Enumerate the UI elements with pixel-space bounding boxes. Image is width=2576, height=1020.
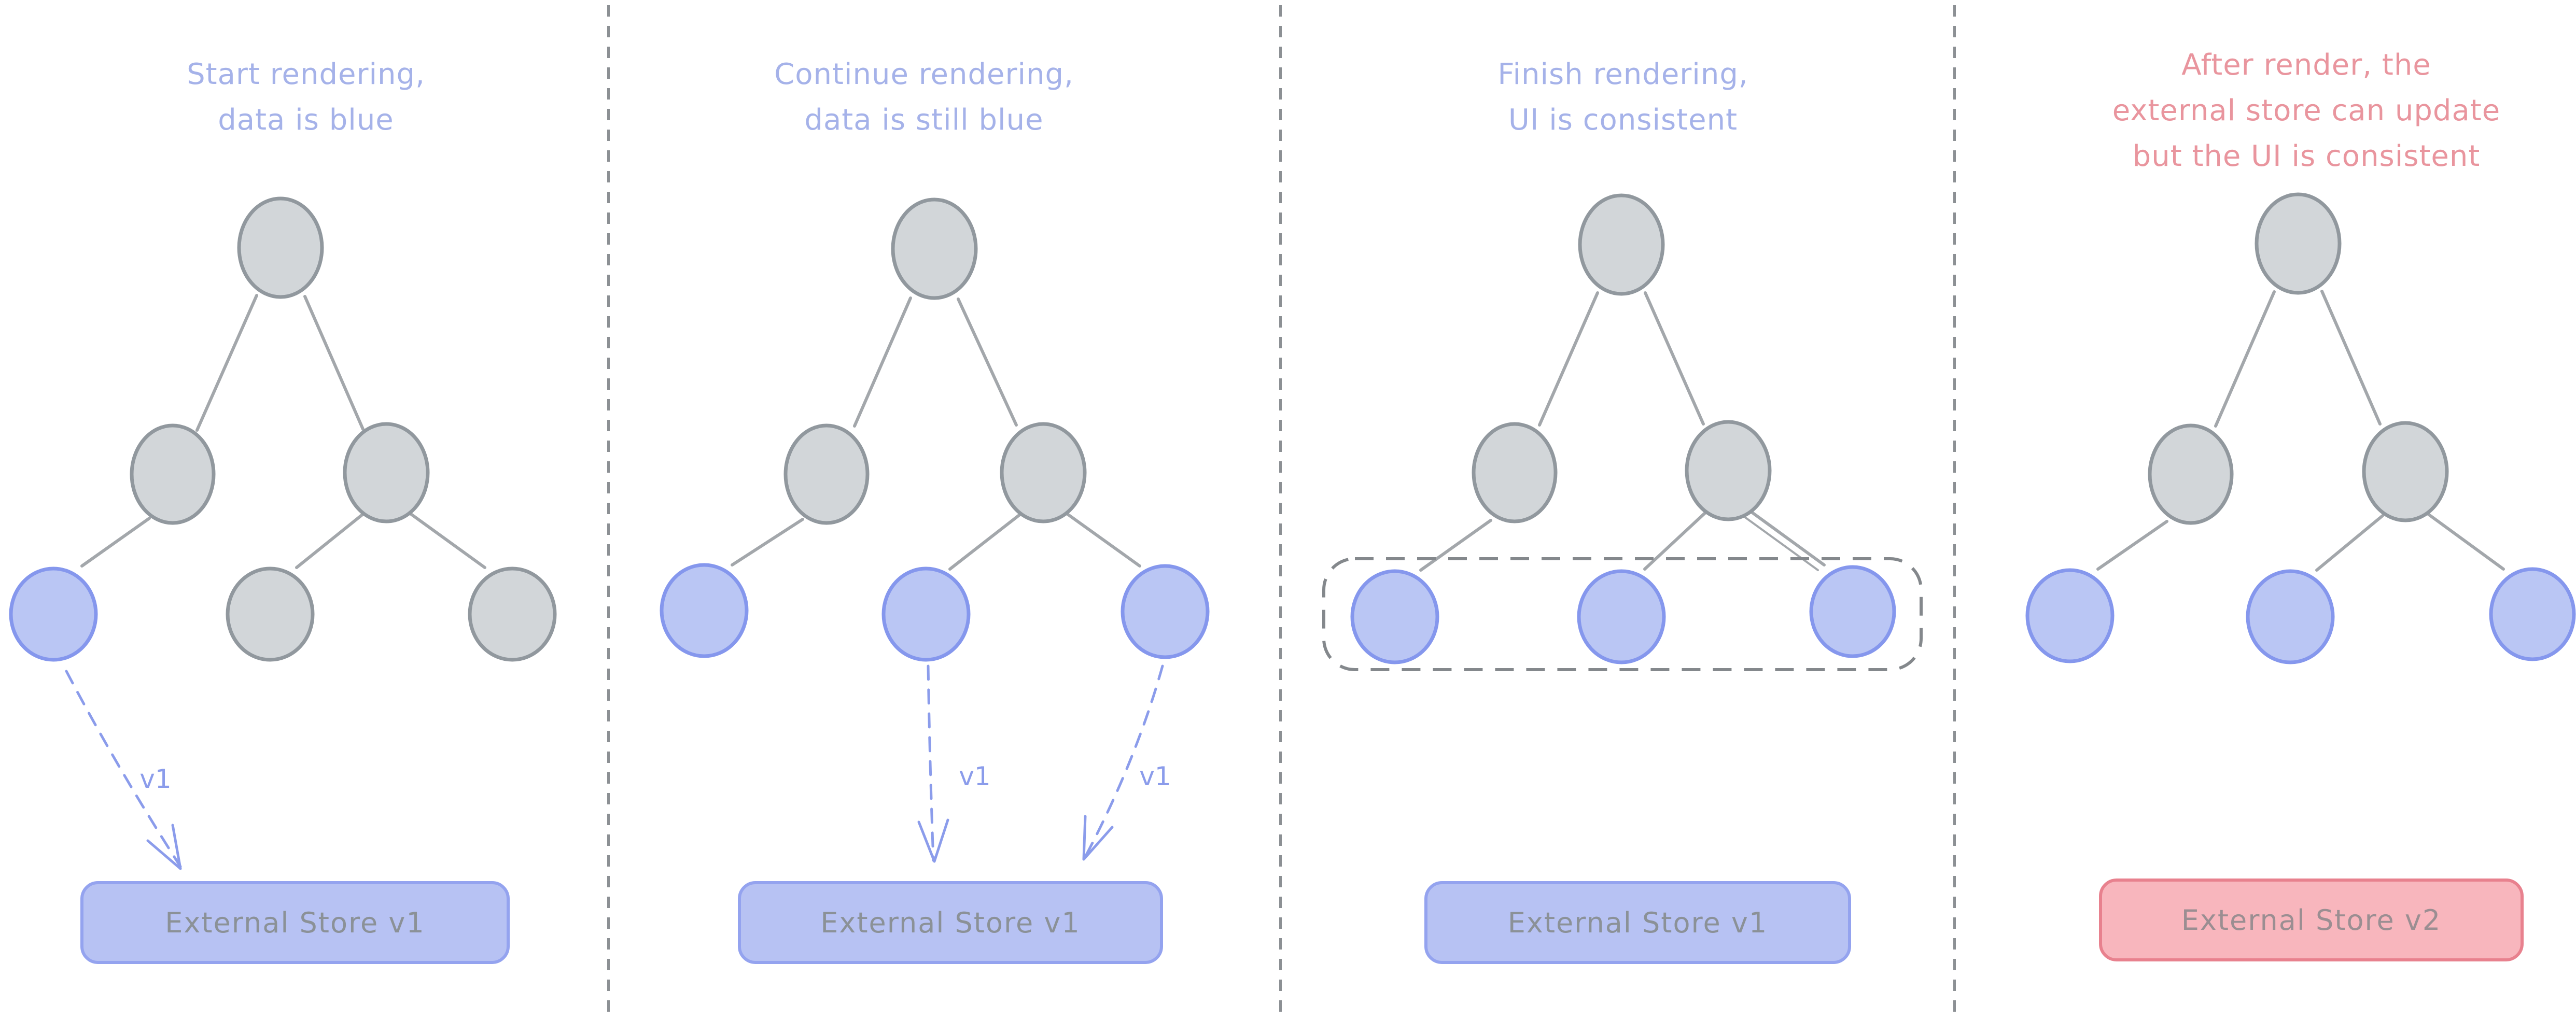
leaf-left-node <box>2025 568 2115 663</box>
external-store-box-panel1: External Store v1 <box>80 881 510 964</box>
edge-root-midleft <box>1538 291 1599 427</box>
edge-midleft-leafleft <box>731 518 804 566</box>
panel4-tree <box>2025 192 2576 664</box>
arrowhead-icon <box>917 818 949 863</box>
leaf-middle-node <box>2246 569 2335 664</box>
arrowhead-icon <box>146 824 182 870</box>
edge-midright-leafright-sketch-double <box>1743 516 1819 571</box>
store-update-arrow-middle <box>927 664 935 862</box>
edge-root-midleft <box>2214 290 2276 428</box>
leaf-right-node <box>468 566 557 662</box>
external-store-box-panel3: External Store v1 <box>1424 881 1851 964</box>
mid-right-node <box>1000 422 1087 523</box>
leaf-middle-node <box>1577 569 1666 664</box>
arrow-version-label: v1 <box>959 761 990 791</box>
panel4-title: After render, the external store can upd… <box>2112 48 2501 173</box>
mid-left-node <box>1472 422 1558 523</box>
mid-right-node <box>343 422 430 523</box>
edge-root-midright <box>2320 290 2382 426</box>
panel3-title: Finish rendering, UI is consistent <box>1497 58 1748 137</box>
edge-midright-leafmiddle <box>295 513 365 569</box>
leaf-left-node <box>9 566 98 662</box>
root-node <box>237 196 324 299</box>
leaf-right-node <box>1809 565 1896 658</box>
external-store-label: External Store v1 <box>820 906 1081 939</box>
edge-midright-leafright <box>1750 511 1826 566</box>
mid-left-node <box>2148 423 2234 525</box>
panel1-tree: v1 <box>9 196 557 870</box>
leaf-middle-node <box>881 566 971 662</box>
edge-midleft-leafleft <box>80 517 151 568</box>
mid-right-node <box>1685 420 1772 521</box>
external-store-box-panel4: External Store v2 <box>2099 879 2524 961</box>
consistent-leaves-dashed-box <box>1322 557 1923 671</box>
edge-root-midleft <box>853 296 912 428</box>
edge-root-midright <box>1644 291 1705 426</box>
external-store-label: External Store v1 <box>165 906 425 939</box>
edge-midright-leafmiddle <box>2315 514 2384 572</box>
mid-left-node <box>130 423 216 525</box>
edge-midright-leafmiddle <box>948 513 1022 571</box>
edge-root-midleft <box>195 294 258 432</box>
edge-root-midright <box>957 298 1018 427</box>
external-store-box-panel2: External Store v1 <box>738 881 1163 964</box>
external-store-label: External Store v1 <box>1507 906 1768 939</box>
leaf-right-node <box>2489 567 2576 661</box>
edge-midleft-leafleft <box>2096 520 2168 571</box>
edge-midright-leafmiddle <box>1643 512 1706 571</box>
root-node <box>891 197 978 300</box>
panel-divider-1 <box>607 5 610 1015</box>
panel-divider-2 <box>1279 5 1282 1015</box>
external-store-label: External Store v2 <box>2181 903 2442 937</box>
panel2-title: Continue rendering, data is still blue <box>774 58 1074 137</box>
leaf-left-node <box>660 563 749 658</box>
edge-midright-leafright <box>1065 512 1141 568</box>
leaf-middle-node <box>226 566 315 662</box>
store-update-arrow-right <box>1083 664 1164 859</box>
panel-divider-3 <box>1953 5 1956 1015</box>
store-update-arrow <box>65 670 182 868</box>
leaf-left-node <box>1350 569 1439 664</box>
edge-midright-leafright <box>408 512 486 569</box>
panel3-tree <box>1322 193 1923 671</box>
panel2-tree: v1 v1 <box>660 197 1210 863</box>
edge-midleft-leafleft <box>1419 519 1492 572</box>
root-node <box>1578 193 1665 296</box>
arrowhead-icon <box>1082 815 1114 861</box>
arrow-version-label: v1 <box>1139 761 1171 791</box>
mid-left-node <box>783 423 870 525</box>
mid-right-node <box>2362 421 2449 522</box>
edge-midright-leafright <box>2427 513 2505 571</box>
panel1-title: Start rendering, data is blue <box>187 58 425 137</box>
arrow-version-label: v1 <box>139 764 171 794</box>
root-node <box>2255 192 2342 295</box>
edge-root-midright <box>303 295 365 431</box>
leaf-right-node <box>1121 564 1210 659</box>
